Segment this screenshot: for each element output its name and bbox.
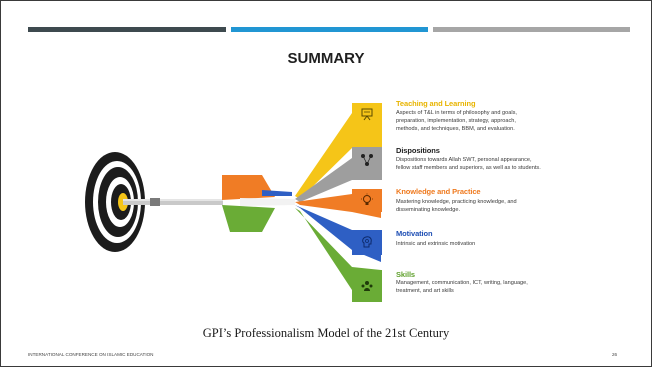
item-desc-dispositions: Dispositions towards Allah SWT, personal…: [396, 156, 581, 172]
header-bar-dark: [28, 27, 226, 32]
item-desc-line: treatment, and art skills: [396, 288, 454, 294]
orange-panel: [352, 189, 382, 212]
presentation-board-icon: [361, 108, 373, 121]
dart-flight-orange: [222, 175, 275, 200]
dart-flight-green: [222, 205, 275, 232]
yellow-panel: [352, 103, 382, 148]
people-network-icon: [361, 154, 373, 166]
item-desc-teaching-learning: Aspects of T&L in terms of philosophy an…: [396, 109, 566, 133]
slide-title: SUMMARY: [287, 50, 365, 67]
item-desc-line: Dispositions towards Allah SWT, personal…: [396, 157, 532, 163]
item-title-dispositions: Dispositions: [396, 146, 440, 155]
item-desc-line: Aspects of T&L in terms of philosophy an…: [396, 110, 517, 116]
item-title-knowledge-practice: Knowledge and Practice: [396, 187, 481, 196]
item-desc-line: fellow staff members and superiors, as w…: [396, 165, 541, 171]
item-title-teaching-learning: Teaching and Learning: [396, 99, 476, 108]
item-desc-line: Mastering knowledge, practicing knowledg…: [396, 199, 517, 205]
item-desc-line: preparation, implementation, strategy, a…: [396, 118, 516, 124]
item-desc-line: Management, communication, ICT, writing,…: [396, 280, 528, 286]
item-desc-skills: Management, communication, ICT, writing,…: [396, 279, 566, 295]
green-panel: [352, 270, 382, 302]
header-bar-blue: [231, 27, 428, 32]
slide-caption: GPI’s Professionalism Model of the 21st …: [202, 326, 450, 340]
item-desc-line: Intrinsic and extrinsic motivation: [396, 241, 476, 247]
brain-gear-icon: [362, 236, 372, 248]
lightbulb-icon: [361, 193, 373, 205]
dart-shaft: [123, 199, 223, 205]
item-title-motivation: Motivation: [396, 229, 433, 238]
header-bar-gray: [433, 27, 630, 32]
item-desc-motivation: Intrinsic and extrinsic motivation: [396, 240, 566, 248]
page-number: 26: [612, 352, 618, 357]
dart-flight-blue: [262, 190, 292, 196]
item-desc-line: methods, and techniques, BBM, and evalua…: [396, 126, 515, 132]
team-skills-icon: [361, 281, 373, 291]
footer-conference-name: INTERNATIONAL CONFERENCE ON ISLAMIC EDUC…: [28, 352, 154, 357]
item-desc-line: disseminating knowledge.: [396, 207, 461, 213]
item-title-skills: Skills: [396, 270, 415, 279]
item-desc-knowledge-practice: Mastering knowledge, practicing knowledg…: [396, 198, 566, 214]
